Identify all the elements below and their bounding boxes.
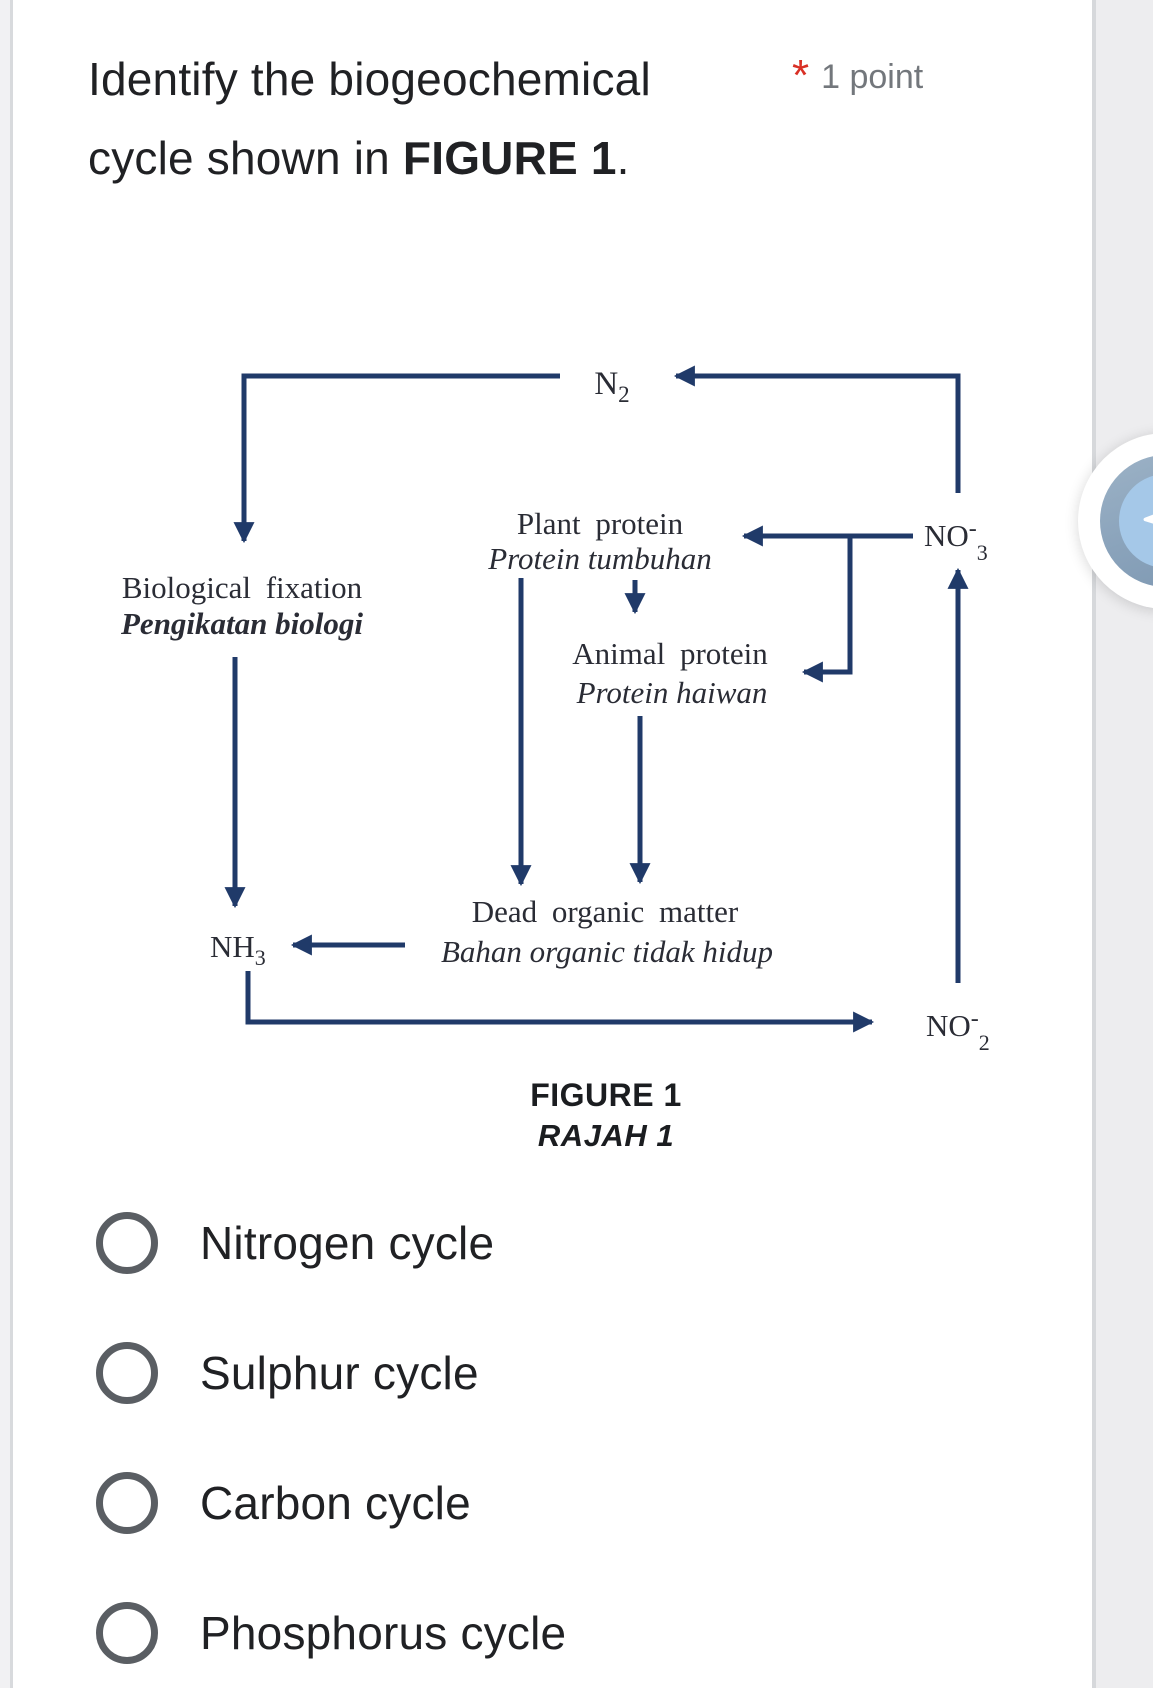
points-label: 1 point [821,58,924,96]
right-divider [1092,0,1096,1688]
radio-option-phosphorus-cycle[interactable]: Phosphorus cycle [96,1602,566,1664]
share-button-ring [1100,455,1153,587]
option-label: Carbon cycle [200,1477,471,1529]
option-label: Nitrogen cycle [200,1217,495,1269]
question-title-line1: Identify the biogeochemical [88,53,651,105]
node-nh3: NH3 [210,929,266,970]
node-plant-protein-ms: Protein tumbuhan [487,541,712,576]
left-gutter [0,0,13,1688]
arrow-nh3-to-no2 [245,971,875,1033]
arrow-no3-to-n2 [673,365,961,493]
options-list: Nitrogen cycle Sulphur cycle Carbon cycl… [96,1212,566,1688]
right-gutter [1096,0,1153,1688]
radio-button-icon[interactable] [96,1342,158,1404]
radio-button-icon[interactable] [96,1212,158,1274]
points-badge: * 1 point [792,54,923,98]
node-animal-protein-en: Animal protein [572,636,768,671]
node-plant-protein-en: Plant protein [517,506,684,541]
node-animal-protein-ms: Protein haiwan [576,675,768,710]
node-dead-organic-matter-ms: Bahan organic tidak hidup [441,934,773,969]
question-title-figure-ref: FIGURE 1 [402,132,617,184]
node-no3: NO-3 [924,516,988,565]
required-asterisk: * [792,51,810,100]
option-label: Phosphorus cycle [200,1607,567,1659]
option-label: Sulphur cycle [200,1347,479,1399]
node-no2: NO-2 [926,1006,990,1055]
node-n2: N2 [594,366,629,407]
radio-option-nitrogen-cycle[interactable]: Nitrogen cycle [96,1212,566,1274]
radio-option-sulphur-cycle[interactable]: Sulphur cycle [96,1342,566,1404]
radio-button-icon[interactable] [96,1602,158,1664]
radio-option-carbon-cycle[interactable]: Carbon cycle [96,1472,566,1534]
node-dead-organic-matter-en: Dead organic matter [472,894,739,929]
figure-1-nitrogen-cycle-diagram: N2 Biological fixation Pengikatan biolog… [120,365,990,1153]
radio-button-icon[interactable] [96,1472,158,1534]
arrow-n2-to-biological-fixation [233,373,560,544]
node-biological-fixation-ms: Pengikatan biologi [120,606,363,641]
arrow-no3-branch-to-animal-protein [801,538,853,683]
figure-caption-en: FIGURE 1 [530,1077,682,1113]
question-title: Identify the biogeochemical cycle shown i… [88,40,768,198]
question-title-period: . [616,132,630,184]
paper-plane-icon [1143,514,1153,524]
share-button-badge [1119,474,1153,568]
figure-caption-ms: RAJAH 1 [538,1118,674,1153]
node-biological-fixation-en: Biological fixation [122,570,363,605]
question-title-line2: cycle shown in [88,132,403,184]
